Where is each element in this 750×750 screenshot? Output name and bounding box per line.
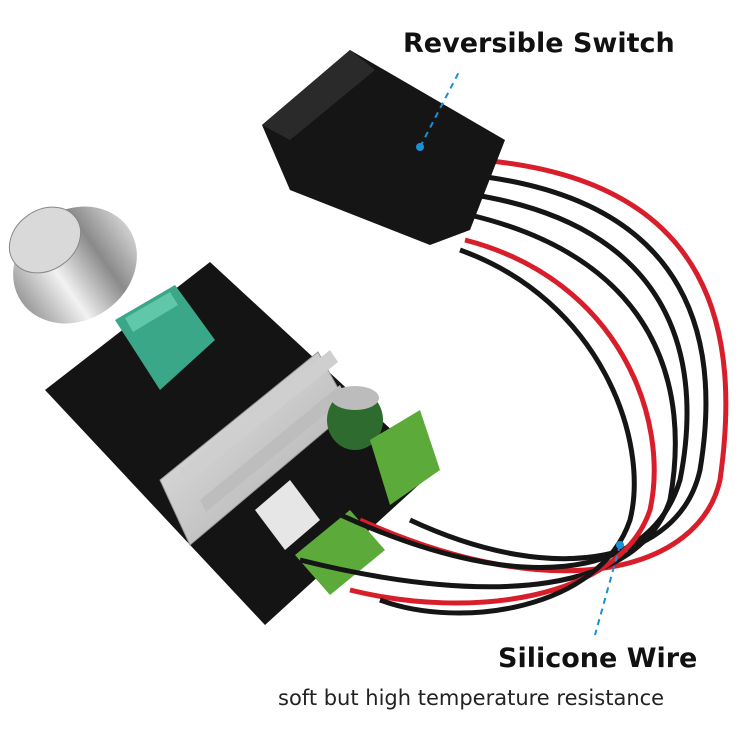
- wire-leader-line: [594, 544, 621, 636]
- switch-leader-dot: [416, 143, 424, 151]
- silicone-wire-label: Silicone Wire: [498, 643, 698, 674]
- reversible-switch: [262, 50, 505, 245]
- wires: [299, 157, 729, 616]
- switch-leader-line: [419, 69, 461, 148]
- silicone-wire-subtitle: soft but high temperature resistance: [278, 686, 665, 710]
- wire-leader-dot: [616, 541, 624, 549]
- terminal-block-in: [370, 410, 440, 505]
- heatsink: [159, 350, 351, 546]
- knob: [8, 206, 137, 324]
- connector: [255, 480, 320, 550]
- terminal-block-out: [295, 510, 385, 595]
- reversible-switch-label: Reversible Switch: [403, 28, 675, 59]
